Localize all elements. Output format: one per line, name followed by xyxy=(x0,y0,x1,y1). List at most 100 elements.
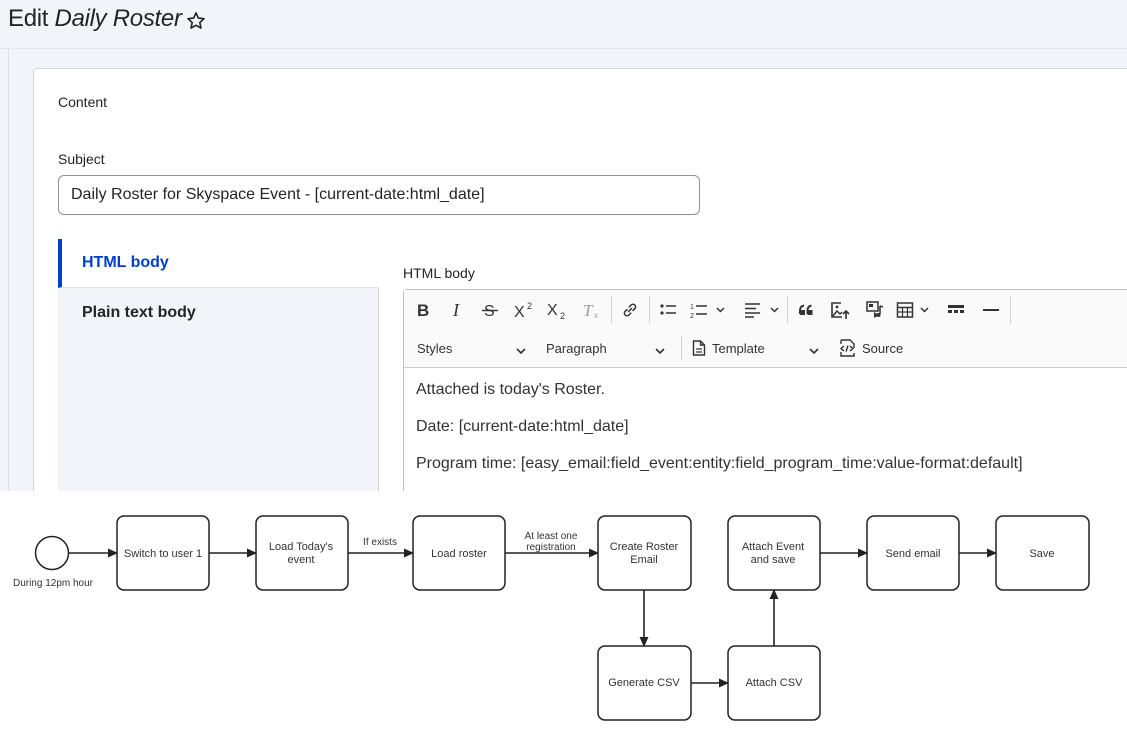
start-event-label: During 12pm hour xyxy=(13,578,94,589)
form-area: Content Subject HTML body Plain text bod… xyxy=(0,49,1127,491)
page-header: Edit Daily Roster xyxy=(0,0,1127,49)
title-entity: Daily Roster xyxy=(54,5,182,32)
bulleted-list-button[interactable] xyxy=(653,295,683,325)
bulleted-list-icon xyxy=(659,301,677,319)
node-create-email xyxy=(597,515,692,591)
star-icon[interactable] xyxy=(185,10,207,32)
svg-text:I: I xyxy=(452,301,460,319)
workflow-diagram: During 12pm hour Switch to user 1 Load T… xyxy=(0,491,1127,745)
node-switch-user-label: Switch to user 1 xyxy=(124,548,202,560)
node-create-email-label-2: Email xyxy=(630,554,658,566)
toolbar-separator xyxy=(1010,296,1011,324)
svg-text:B: B xyxy=(417,301,429,319)
node-load-roster-label: Load roster xyxy=(431,548,487,560)
node-load-event-label-2: event xyxy=(288,554,315,566)
chevron-down-icon xyxy=(655,343,665,358)
content-section-title: Content xyxy=(58,94,108,110)
template-dropdown-label: Template xyxy=(712,340,765,356)
paragraph-dropdown[interactable]: Paragraph xyxy=(546,333,665,363)
strikethrough-button[interactable]: S xyxy=(475,295,505,325)
toolbar-separator xyxy=(611,296,612,324)
editor-line: Program time: [easy_email:field_event:en… xyxy=(416,455,1023,472)
svg-text:T: T xyxy=(583,301,594,319)
page-title: Edit Daily Roster xyxy=(8,5,182,33)
subject-label: Subject xyxy=(58,151,105,167)
horizontal-line-button[interactable] xyxy=(976,295,1006,325)
html-embed-icon xyxy=(947,301,965,319)
tab-plain-text-body[interactable]: Plain text body xyxy=(82,303,196,321)
table-button[interactable] xyxy=(894,295,938,325)
chevron-down-icon xyxy=(809,343,819,358)
start-event xyxy=(34,535,70,571)
node-attach-csv-label: Attach CSV xyxy=(746,677,804,689)
svg-text:2: 2 xyxy=(527,301,532,311)
html-embed-button[interactable] xyxy=(941,295,971,325)
workflow-svg: During 12pm hour Switch to user 1 Load T… xyxy=(13,515,1090,721)
template-icon xyxy=(692,340,706,356)
node-load-event xyxy=(255,515,349,591)
toolbar-separator xyxy=(649,296,650,324)
tab-html-body[interactable]: HTML body xyxy=(58,239,379,288)
node-send-email-label: Send email xyxy=(885,548,940,560)
body-tabs: HTML body Plain text body xyxy=(58,239,379,491)
align-left-icon xyxy=(743,301,783,319)
toolbar-separator xyxy=(681,335,682,361)
edge-label-if-exists: If exists xyxy=(363,537,397,548)
insert-image-button[interactable] xyxy=(825,295,855,325)
editor-label: HTML body xyxy=(403,265,475,281)
media-icon xyxy=(865,300,885,320)
link-icon xyxy=(621,301,639,319)
italic-button[interactable]: I xyxy=(442,295,472,325)
image-upload-icon xyxy=(830,300,850,320)
svg-text:1: 1 xyxy=(690,304,694,311)
chevron-down-icon xyxy=(516,343,526,358)
source-label: Source xyxy=(862,340,904,356)
node-load-event-label-1: Load Today's xyxy=(269,541,334,553)
bold-icon: B xyxy=(414,301,432,319)
svg-text:2: 2 xyxy=(690,313,694,319)
quote-icon xyxy=(798,301,816,319)
edge-label-at-least-one-1: At least one xyxy=(525,531,578,542)
editor-line: Date: [current-date:html_date] xyxy=(416,418,629,435)
link-button[interactable] xyxy=(615,295,645,325)
source-icon xyxy=(838,338,858,358)
node-generate-csv-label: Generate CSV xyxy=(608,677,680,689)
svg-text:X: X xyxy=(547,302,558,319)
table-icon xyxy=(896,301,936,319)
horizontal-line-icon xyxy=(982,301,1000,319)
svg-text:2: 2 xyxy=(560,311,565,320)
title-prefix: Edit xyxy=(8,5,49,32)
styles-dropdown-label: Styles xyxy=(417,340,453,356)
alignment-button[interactable] xyxy=(741,295,785,325)
strikethrough-icon: S xyxy=(481,301,499,319)
bold-button[interactable]: B xyxy=(408,295,438,325)
subject-input[interactable] xyxy=(58,175,700,215)
styles-dropdown[interactable]: Styles xyxy=(417,333,526,363)
node-save-label: Save xyxy=(1029,548,1054,560)
node-create-email-label-1: Create Roster xyxy=(610,541,679,553)
svg-text:x: x xyxy=(594,311,598,319)
edge-label-at-least-one-2: registration xyxy=(526,542,575,553)
template-dropdown[interactable]: Template xyxy=(692,333,819,363)
divider xyxy=(8,49,9,491)
node-attach-event xyxy=(727,515,821,591)
node-attach-event-label-1: Attach Event xyxy=(742,541,804,553)
block-quote-button[interactable] xyxy=(792,295,822,325)
italic-icon: I xyxy=(448,301,466,319)
svg-text:X: X xyxy=(514,304,525,319)
toolbar-separator xyxy=(787,296,788,324)
media-button[interactable] xyxy=(860,295,890,325)
editor-line: Attached is today's Roster. xyxy=(416,381,605,398)
source-button[interactable]: Source xyxy=(838,333,918,363)
node-attach-event-label-2: and save xyxy=(751,554,796,566)
